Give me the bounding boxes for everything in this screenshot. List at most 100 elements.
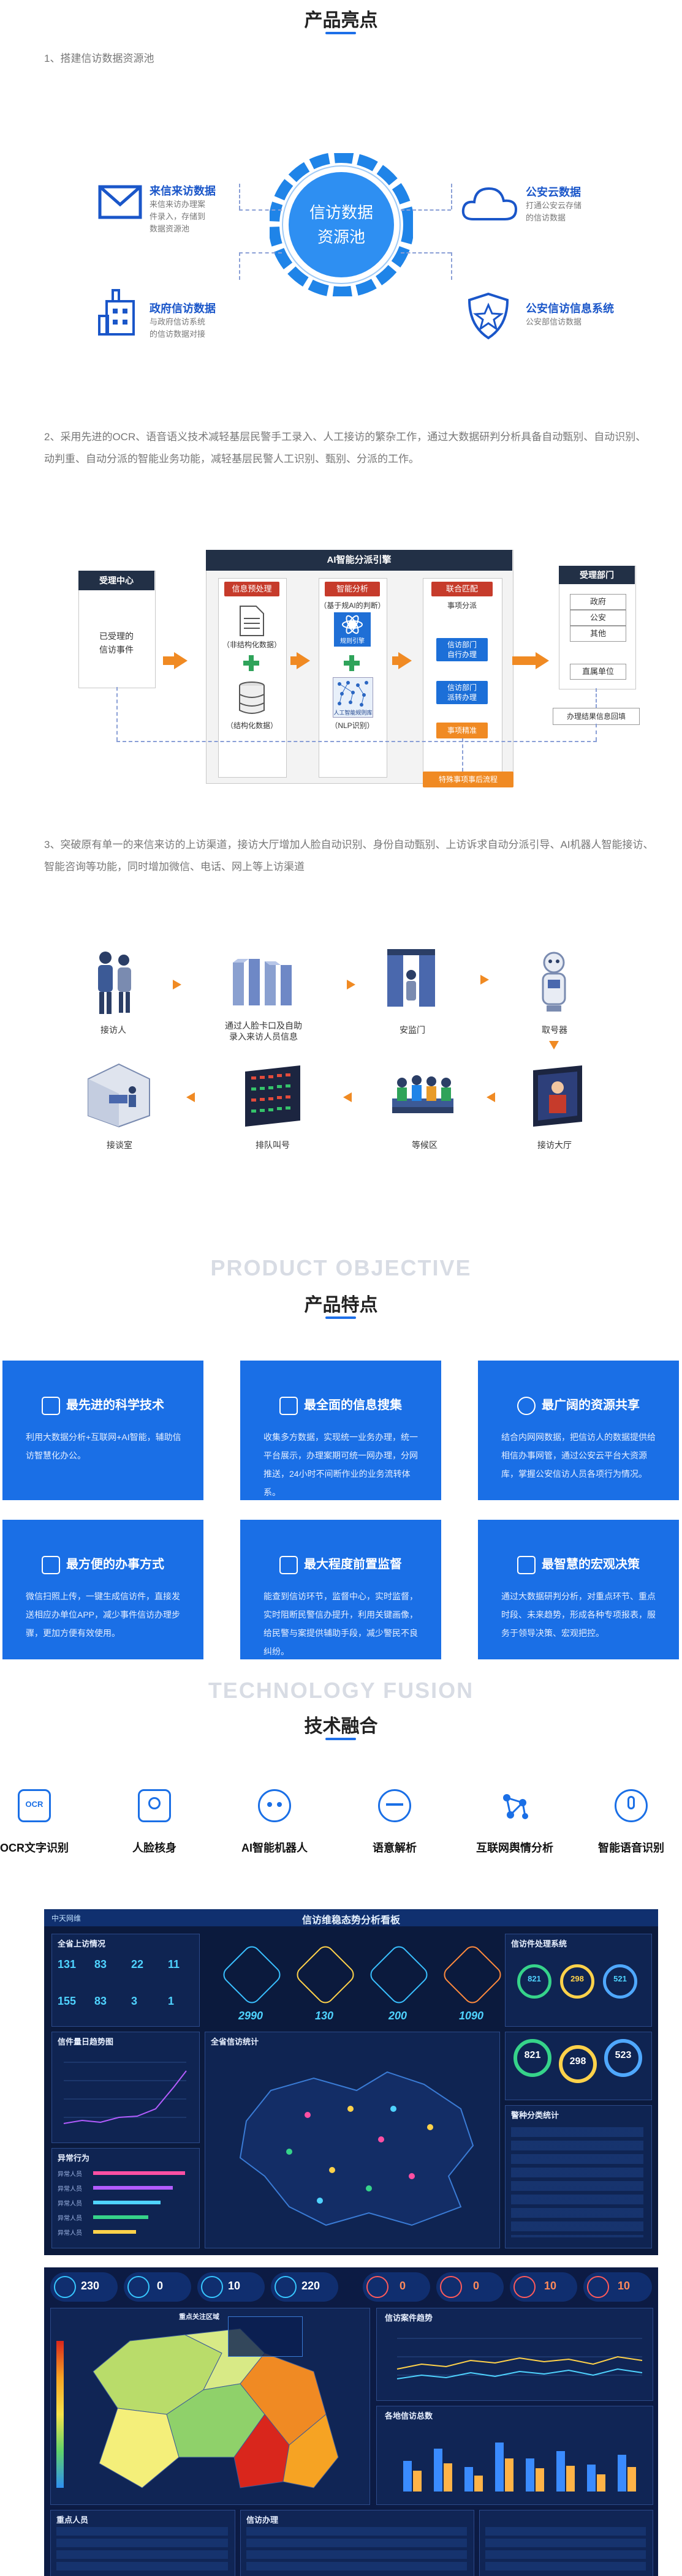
tech-item-semantic: 语意解析 [339, 1789, 450, 1855]
visitor-icon [98, 952, 131, 1014]
dept-item: 政府 [570, 594, 626, 610]
pool-circle-icon [270, 153, 413, 296]
handling-table [246, 2527, 467, 2574]
plus-icon [243, 655, 259, 671]
stat-icon [127, 2276, 150, 2298]
tech-item-voice: 智能语音识别 [576, 1789, 682, 1855]
arrow-left-icon [487, 1092, 495, 1102]
ds-left-top: 来信来访数据 来信来访办理案 件录入，存储到 数据资源池 [150, 185, 216, 233]
hex-icon [219, 1942, 284, 2007]
tag-analysis: 智能分析 [325, 582, 380, 596]
tag-precise: 事项精准 [436, 723, 488, 738]
map-legend [228, 2316, 303, 2357]
tech-item-face: 人脸核身 [99, 1789, 210, 1855]
title-underline [325, 32, 356, 34]
title-underline [325, 1316, 356, 1319]
hex-icon [293, 1942, 358, 2007]
highlight-item-2: 2、采用先进的OCR、语音语义技术减轻基层民警手工录入、人工接访的繁杂工作，通过… [44, 431, 646, 465]
trend-line-chart [63, 2062, 187, 2124]
ring-gauge [517, 1964, 551, 1999]
ds-left-bottom: 政府信访数据 与政府信访系统 的信访数据对接 [150, 302, 216, 339]
stat-icon [587, 2276, 609, 2298]
flow-step-2: 通过人脸卡口及自助录入来访人员信息 [225, 1021, 302, 1042]
region-bar-chart [403, 2443, 636, 2492]
flow-step-3: 安监门 [400, 1025, 425, 1035]
highlight-item-3: 3、突破原有单一的来信来访的上访渠道，接访大厅增加人脸自动识别、身份自动甄别、上… [44, 839, 654, 873]
interview-room-icon [88, 1063, 150, 1128]
arrow-right-icon [297, 652, 310, 669]
stat-icon [366, 2276, 388, 2298]
ocr-icon: OCR [18, 1789, 51, 1822]
arrow-left-icon [343, 1092, 352, 1102]
security-gate-icon [387, 949, 435, 1007]
heat-legend [56, 2341, 64, 2488]
share-icon [517, 1396, 536, 1415]
arrow-right-icon [398, 652, 412, 669]
ai-dispatch-diagram: 受理中心 已受理的 信访事件 AI智能分派引擎 信息预处理 （非结构化数据） （… [0, 520, 682, 802]
feature-card: 最方便的办事方式 微信扫照上传，一键生成信访件，直接发送相应办单位APP，减少事… [2, 1520, 203, 1659]
dept-item: 直属单位 [570, 664, 626, 680]
detail-table [485, 2527, 646, 2574]
arrow-right-icon [480, 975, 489, 985]
ring-gauge [604, 2039, 642, 2077]
key-person-table [56, 2527, 228, 2574]
tech-item-ocr: OCR OCR文字识别 [0, 1789, 89, 1855]
lightning-icon [42, 1555, 60, 1574]
building-icon [98, 289, 135, 336]
stat-icon [513, 2276, 536, 2298]
plus-icon [344, 655, 360, 671]
intake-center-header: 受理中心 [78, 571, 154, 590]
queue-display-icon [245, 1065, 300, 1127]
dashboard-analysis: 230 0 10 220 0 0 10 10 重点关注区域 信访案件趋势 各地信… [44, 2267, 658, 2576]
stat-icon [54, 2276, 76, 2298]
flow-step-4: 取号器 [542, 1025, 567, 1035]
dept-item: 公安 [570, 610, 626, 626]
dashboard-logo: 中天网维 [51, 1914, 81, 1923]
section-title-tech: 技术融合 [304, 1716, 378, 1737]
data-pool-diagram: 信访数据 资源池 来信来访数据 来信来访办理案 件录入，存储到 数据资源池 政府… [0, 92, 682, 374]
monitor-eye-icon [279, 1555, 298, 1574]
title-underline [325, 1738, 356, 1740]
tag-preprocess: 信息预处理 [224, 582, 279, 596]
tag-transfer-handle: 信访部门派转办理 [436, 681, 488, 704]
arrow-right-icon [347, 980, 355, 989]
ring-gauge [559, 2045, 597, 2083]
tech-item-robot: AI智能机器人 [219, 1789, 330, 1855]
rule-engine-icon: 规则引擎 [334, 612, 371, 647]
tech-item-network: 互联网舆情分析 [460, 1789, 570, 1855]
dashboard-situation: 中天网维 信访维稳态势分析看板 全省上访情况 131 83 22 11 155 … [44, 1909, 658, 2255]
arrow-down-icon [549, 1041, 559, 1050]
feedback-box: 办理结果信息回填 [553, 708, 640, 725]
hex-icon [440, 1942, 505, 2007]
dept-item: 其他 [570, 626, 626, 642]
section-title-highlights: 产品亮点 [304, 10, 378, 31]
ring-gauge [513, 2039, 551, 2077]
robot-icon [258, 1789, 291, 1822]
stat-icon [275, 2276, 297, 2298]
flow-step-8: 接谈室 [107, 1140, 132, 1150]
mail-icon [98, 185, 142, 219]
ai-library-icon: 人工智能规则库 [333, 677, 373, 718]
network-icon [498, 1789, 531, 1822]
engine-header: AI智能分派引擎 [206, 550, 512, 571]
document-icon [240, 606, 264, 636]
ds-right-bottom: 公安信访信息系统 公安部信访数据 [526, 302, 614, 326]
arrow-left-icon [186, 1092, 195, 1102]
petition-flow-diagram: 接访人 通过人脸卡口及自助录入来访人员信息 安监门 取号器 接谈室 排队叫号 [0, 937, 682, 1200]
hex-icon [366, 1942, 431, 2007]
stat-icon [440, 2276, 462, 2298]
dashboard-title: 信访维稳态势分析看板 [301, 1915, 400, 1926]
tag-special-process: 特殊事项事后流程 [423, 772, 513, 787]
ds-right-top: 公安云数据 打通公安云存储 的信访数据 [526, 186, 582, 222]
arrow-right-icon [174, 652, 188, 669]
section-en-title-objective: PRODUCT OBJECTIVE [210, 1255, 472, 1280]
face-gate-icon [233, 959, 292, 1005]
ring-gauge [560, 1964, 594, 1999]
bar-chart-icon [517, 1555, 536, 1574]
feature-card: 最全面的信息搜集 收集多方数据，实现统一业务办理，统一平台展示，办理案期可统一网… [240, 1361, 441, 1500]
face-scan-icon [138, 1789, 171, 1822]
flow-step-6: 等候区 [412, 1140, 438, 1150]
feature-card: 最广阔的资源共享 结合内网网数据，把信访人的数据提供给相信办事网管，通过公安云平… [478, 1361, 679, 1500]
tag-self-handle: 信访部门自行办理 [436, 638, 488, 661]
ring-gauge [603, 1964, 637, 1999]
